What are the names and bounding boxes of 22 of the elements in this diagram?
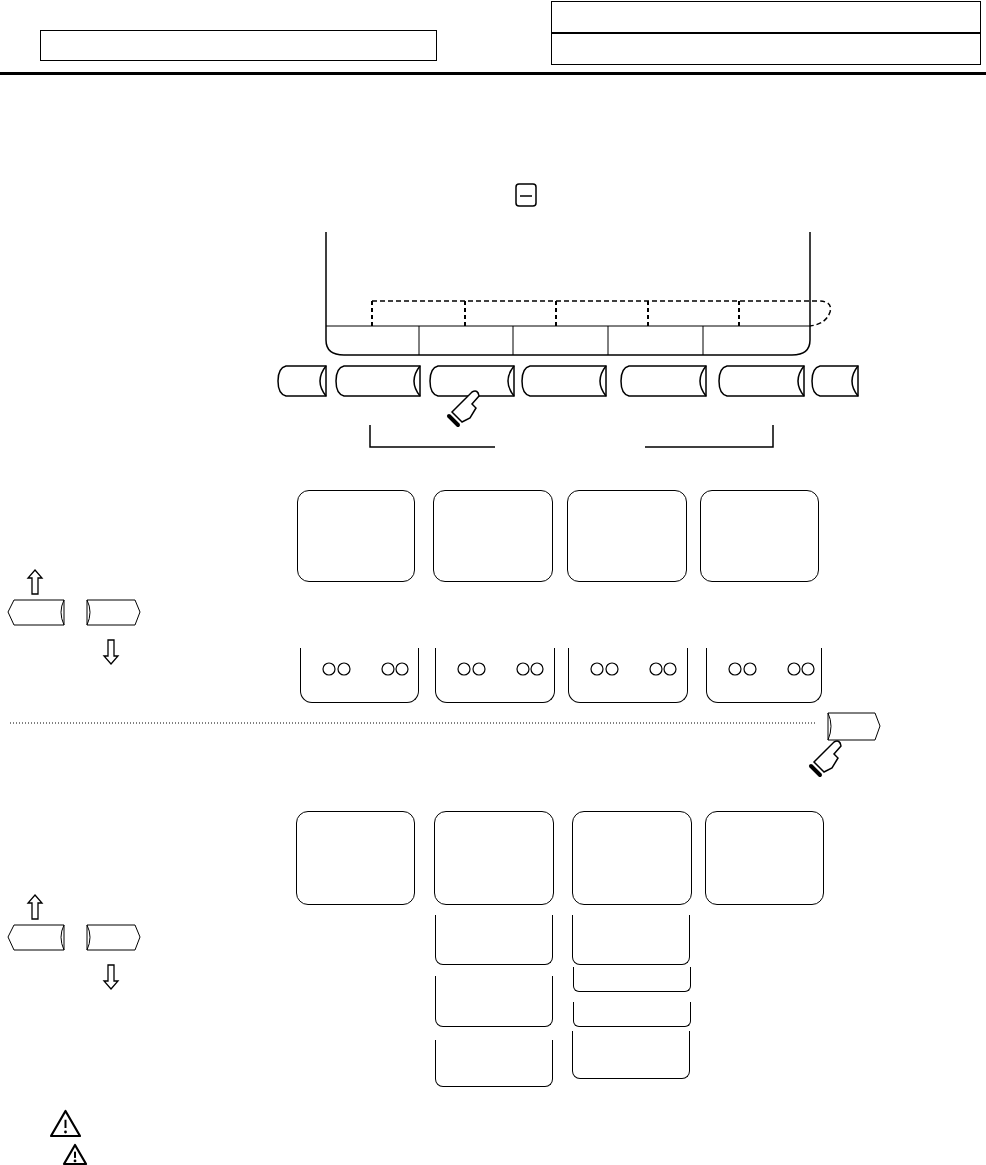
screen-box xyxy=(296,811,415,905)
header-box xyxy=(551,33,981,65)
screen-box xyxy=(700,490,819,582)
header-box xyxy=(40,30,437,61)
screen-tab xyxy=(706,648,822,703)
screen-tab xyxy=(572,1031,690,1079)
screen-box xyxy=(297,490,415,582)
screen-tab xyxy=(568,648,688,703)
screen-tab xyxy=(435,976,553,1027)
screen-box xyxy=(572,811,692,905)
screen-tab xyxy=(435,1040,553,1087)
screen-tab xyxy=(573,967,691,992)
screen-tab xyxy=(572,915,690,965)
header-box xyxy=(551,1,981,33)
screen-tab xyxy=(435,915,553,965)
screen-box xyxy=(434,811,554,905)
screen-tab xyxy=(573,1002,691,1027)
screen-tab xyxy=(435,648,555,703)
screen-tab xyxy=(300,648,419,703)
screen-box xyxy=(705,811,824,905)
screen-box xyxy=(433,490,553,582)
screen-box xyxy=(567,490,687,582)
